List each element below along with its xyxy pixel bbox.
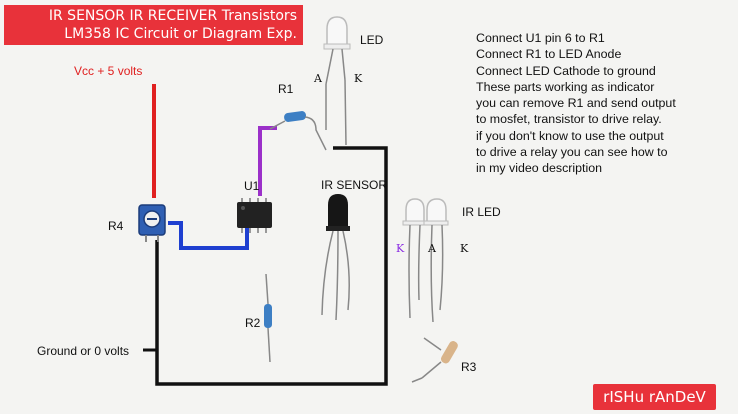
output-wire [258, 126, 277, 196]
led-cathode-label: K [354, 72, 363, 85]
signal-wire [168, 221, 249, 250]
u1-label: U1 [244, 179, 260, 193]
ground-wire [155, 146, 388, 386]
r4-potentiometer [138, 204, 166, 242]
ground-label: Ground or 0 volts [37, 344, 130, 358]
led-component [323, 16, 351, 146]
note-line: Connect U1 pin 6 to R1 [476, 31, 605, 45]
note-line: Connect LED Cathode to ground [476, 63, 656, 78]
note-line: These parts working as indicator [476, 79, 655, 94]
r3-resistor [411, 337, 458, 383]
author-badge: rISHu rAnDeV [593, 384, 716, 410]
instructions-text: Connect U1 pin 6 to R1 Connect R1 to LED… [476, 30, 731, 177]
ir-sensor-label: IR SENSOR [321, 178, 388, 192]
note-line: Connect R1 to LED Anode [476, 47, 622, 62]
r3-label: R3 [461, 360, 477, 374]
r1-resistor [269, 111, 327, 151]
ir-led-label: IR LED [462, 205, 501, 219]
title-line-2: LM358 IC Circuit or Diagram Exp. [64, 26, 297, 42]
led-label: LED [360, 33, 384, 47]
r2-label: R2 [245, 316, 261, 330]
u1-ic-chip [237, 198, 272, 233]
led-anode-label: A [314, 72, 322, 85]
note-line: you can remove R1 and send output [476, 96, 676, 111]
note-line: if you don't know to use the output [476, 128, 664, 143]
title-line-1: IR SENSOR IR RECEIVER Transistors [48, 8, 297, 24]
r2-resistor [264, 273, 272, 363]
ir-led-cathode-1-label: K [396, 242, 405, 255]
note-line: to mosfet, transistor to drive relay. [476, 112, 662, 127]
ir-led-component [402, 198, 449, 323]
ir-sensor-component [321, 194, 350, 321]
ir-led-cathode-2-label: K [460, 242, 469, 255]
note-line: to drive a relay you can see how to [476, 145, 668, 160]
note-line: in my video description [476, 161, 603, 176]
title-banner: IR SENSOR IR RECEIVER Transistors LM358 … [4, 5, 303, 45]
ir-led-anode-label: A [428, 242, 436, 255]
r1-label: R1 [278, 82, 294, 96]
r4-label: R4 [108, 219, 124, 233]
vcc-label: Vcc + 5 volts [74, 64, 143, 78]
